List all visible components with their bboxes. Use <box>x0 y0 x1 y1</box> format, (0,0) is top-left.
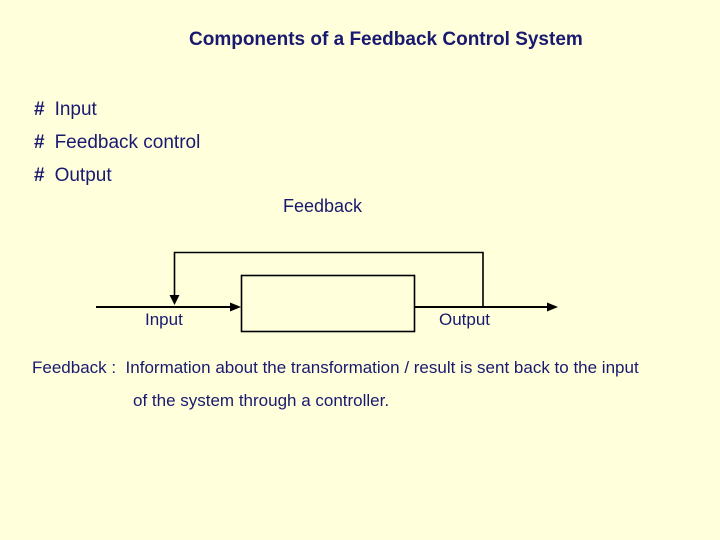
slide-title: Components of a Feedback Control System <box>189 29 583 50</box>
feedback-loop-line <box>173 251 484 306</box>
feedback-definition-line2: of the system through a controller. <box>133 391 390 410</box>
bullet-label: Feedback control <box>54 132 201 153</box>
feedback-loop-label: Feedback <box>283 196 363 216</box>
bullet-item-input: # Input <box>34 99 97 121</box>
input-arrowhead-icon <box>230 302 241 312</box>
process-box <box>240 274 416 333</box>
bullet-item-output: # Output <box>34 165 112 187</box>
bullet-item-feedback-control: # Feedback control <box>34 132 201 154</box>
diagram-input-label: Input <box>145 310 183 329</box>
diagram-output-label: Output <box>439 310 491 329</box>
bullet-marker: # <box>34 99 45 120</box>
output-arrowhead-icon <box>547 302 558 312</box>
feedback-definition-line1: Feedback : Information about the transfo… <box>32 358 639 377</box>
bullet-label: Input <box>54 99 97 120</box>
bullet-marker: # <box>34 132 45 153</box>
feedback-loop-arrowhead-icon <box>169 295 180 305</box>
bullet-marker: # <box>34 165 45 186</box>
bullet-label: Output <box>54 165 112 186</box>
